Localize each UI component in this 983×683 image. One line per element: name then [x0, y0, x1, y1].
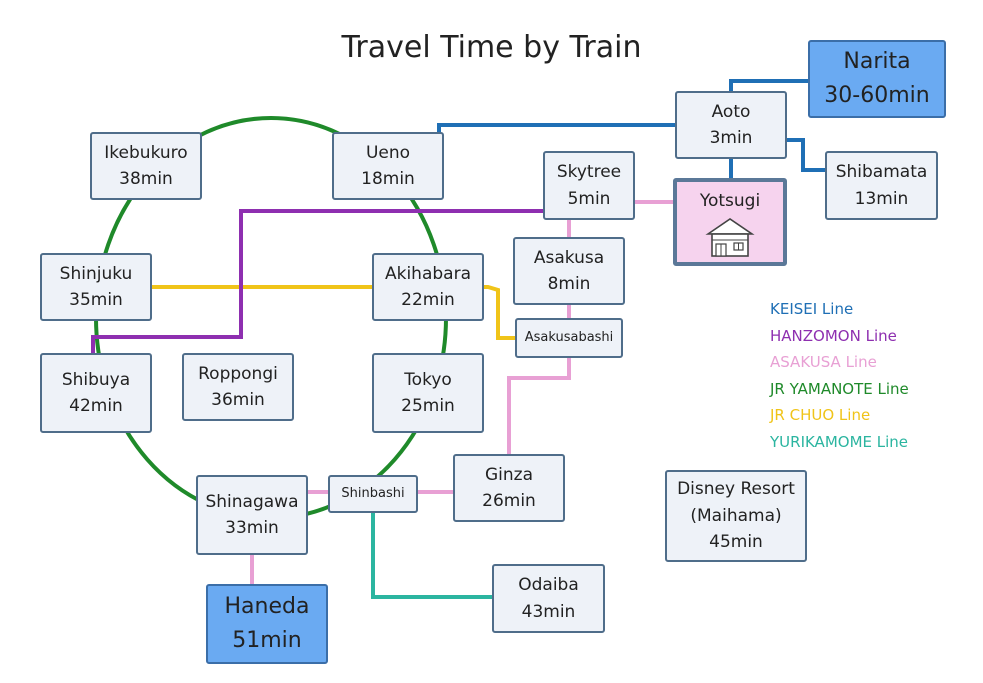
station-time: 8min: [547, 274, 591, 294]
station-time: 42min: [69, 396, 123, 416]
keisei-line-4: [786, 138, 827, 172]
station-skytree: Skytree 5min: [543, 151, 635, 220]
line-legend: KEISEI Line HANZOMON Line ASAKUSA Line J…: [770, 296, 909, 456]
station-name: Shinagawa: [205, 491, 299, 512]
station-ikebukuro: Ikebukuro 38min: [90, 132, 202, 200]
station-name: Tokyo: [404, 369, 452, 390]
station-time: 26min: [482, 491, 536, 511]
station-name: Disney Resort: [677, 479, 795, 500]
station-roppongi: Roppongi 36min: [182, 353, 294, 421]
station-yotsugi: Yotsugi: [673, 178, 787, 266]
station-aoto: Aoto 3min: [675, 91, 787, 159]
station-name: Shinbashi: [341, 486, 405, 502]
station-time: 38min: [119, 169, 173, 189]
station-name: Roppongi: [198, 363, 278, 384]
legend-asakusa: ASAKUSA Line: [770, 353, 877, 372]
diagram-title: Travel Time by Train: [341, 30, 642, 65]
station-time: 30-60min: [824, 83, 930, 108]
station-time: 43min: [521, 601, 576, 622]
station-asakusabashi: Asakusabashi: [515, 318, 623, 358]
station-subname: (Maihama): [690, 505, 782, 526]
station-name: Skytree: [556, 162, 622, 183]
station-narita: Narita 30-60min: [808, 40, 946, 118]
yurikamome-line: [371, 510, 494, 599]
station-ueno: Ueno 18min: [332, 132, 444, 200]
station-name: Shibuya: [61, 369, 131, 390]
station-time: 35min: [69, 290, 123, 310]
station-shinagawa: Shinagawa 33min: [196, 475, 308, 555]
keisei-line-2: [729, 79, 810, 91]
station-asakusa: Asakusa 8min: [513, 237, 625, 305]
keisei-line: [437, 123, 677, 132]
legend-hanzomon: HANZOMON Line: [770, 326, 897, 345]
station-name: Asakusa: [533, 247, 605, 268]
asakusa-line-3: [507, 357, 571, 455]
legend-keisei: KEISEI Line: [770, 300, 854, 318]
station-name: Ueno: [365, 142, 411, 163]
station-name: Shibamata: [835, 162, 928, 183]
station-time: 25min: [401, 396, 455, 416]
station-time: 45min: [709, 532, 763, 553]
station-ginza: Ginza 26min: [453, 454, 565, 522]
house-icon: [705, 218, 755, 258]
station-shibamata: Shibamata 13min: [825, 151, 938, 220]
station-tokyo: Tokyo 25min: [372, 353, 484, 433]
station-name: Akihabara: [384, 263, 471, 284]
station-name: Narita: [843, 48, 911, 74]
station-name: Shinjuku: [59, 263, 133, 284]
station-time: 3min: [709, 128, 753, 148]
station-haneda: Haneda 51min: [206, 584, 328, 664]
station-time: 33min: [225, 518, 279, 538]
station-shinjuku: Shinjuku 35min: [40, 253, 152, 321]
hanzomon-line: [91, 209, 545, 354]
legend-yamanote: JR YAMANOTE Line: [770, 379, 909, 398]
station-time: 22min: [401, 290, 455, 310]
station-name: Odaiba: [518, 575, 579, 596]
station-disney-resort: Disney Resort (Maihama) 45min: [665, 470, 807, 562]
station-odaiba: Odaiba 43min: [492, 564, 605, 633]
station-name: Haneda: [224, 593, 310, 619]
station-name: Asakusabashi: [524, 330, 614, 346]
station-name: Aoto: [711, 101, 751, 122]
station-time: 51min: [232, 628, 302, 653]
station-time: 13min: [854, 188, 909, 209]
station-name: Ikebukuro: [104, 142, 188, 163]
station-time: 36min: [211, 390, 265, 410]
legend-yurikamome: YURIKAMOME Line: [770, 432, 909, 451]
legend-chuo: JR CHUO Line: [770, 406, 871, 425]
station-time: 18min: [361, 169, 415, 189]
station-name: Ginza: [484, 464, 533, 485]
station-shibuya: Shibuya 42min: [40, 353, 152, 433]
station-name: Yotsugi: [699, 191, 761, 211]
station-time: 5min: [567, 188, 611, 209]
station-shinbashi: Shinbashi: [328, 475, 418, 513]
station-akihabara: Akihabara 22min: [372, 253, 484, 321]
